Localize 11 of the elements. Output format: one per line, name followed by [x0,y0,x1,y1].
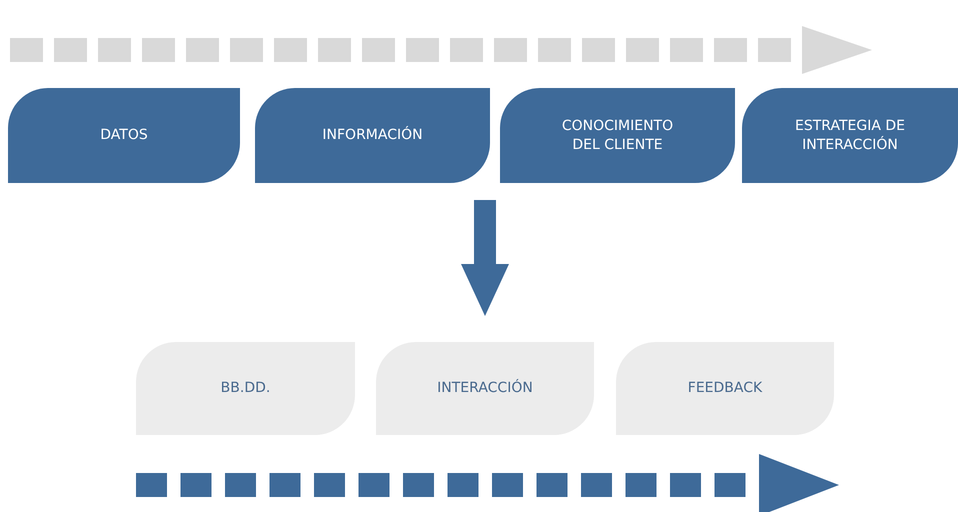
process-box [8,88,240,183]
box-label: CONOCIMIENTO DEL CLIENTE [560,116,674,154]
box-label: DATOS [100,126,148,145]
process-box [742,88,958,183]
box-label: BB.DD. [220,379,270,398]
box-label: FEEDBACK [688,379,762,398]
box-label: ESTRATEGIA DE INTERACCIÓN [794,116,906,154]
box-label: INTERACCIÓN [437,379,533,398]
process-box [255,88,490,183]
box-label: INFORMACIÓN [322,126,423,145]
process-box [500,88,735,183]
